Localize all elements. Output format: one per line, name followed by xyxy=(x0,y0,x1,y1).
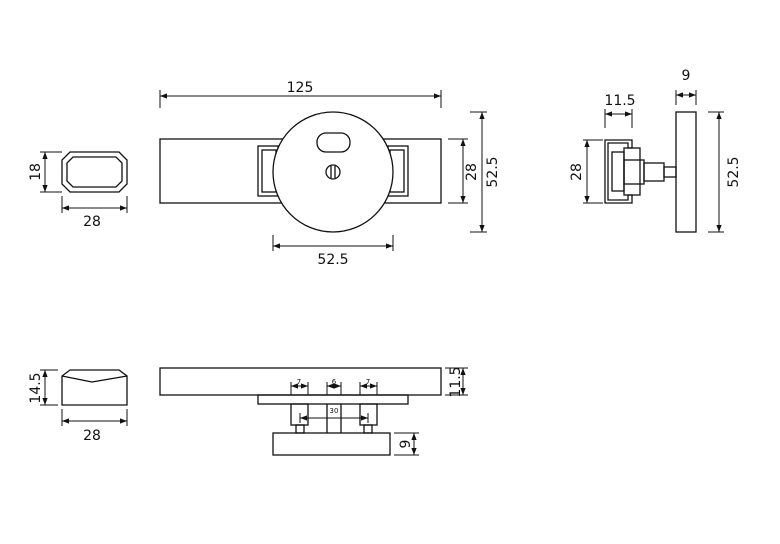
dim-post-center: 6 xyxy=(332,378,337,386)
dim-knob-diameter: 52.5 xyxy=(317,252,348,268)
dim-clip-depth: 11.5 xyxy=(604,93,635,109)
dim-knob-thickness: 9 xyxy=(398,440,414,449)
dim-bar-thickness: 11.5 xyxy=(448,366,464,397)
dim-post-right: 7 xyxy=(366,378,370,386)
bottom-left-part-view: 14.5 28 xyxy=(28,369,128,444)
dim-height-18: 18 xyxy=(28,163,44,181)
dim-plate-thickness: 9 xyxy=(682,68,691,84)
top-view: 125 52.5 28 52.5 xyxy=(159,80,501,268)
dim-plate-height: 52.5 xyxy=(726,156,742,187)
dim-clip-height: 28 xyxy=(569,163,585,181)
dim-width-28: 28 xyxy=(83,214,101,230)
bottom-view: 7 6 7 30 11.5 9 xyxy=(159,366,468,456)
dim-post-left: 7 xyxy=(297,378,301,386)
top-left-part-view: 18 28 xyxy=(28,151,128,230)
side-view: 9 11.5 28 52.5 xyxy=(569,68,742,233)
dim-bar-height: 28 xyxy=(464,163,480,181)
dim-post-spacing: 30 xyxy=(330,407,339,415)
dim-knob-height: 52.5 xyxy=(485,156,501,187)
dim-height-14-5: 14.5 xyxy=(28,372,44,403)
dim-width-125: 125 xyxy=(287,80,314,96)
dim-width-28-bottom: 28 xyxy=(83,428,101,444)
